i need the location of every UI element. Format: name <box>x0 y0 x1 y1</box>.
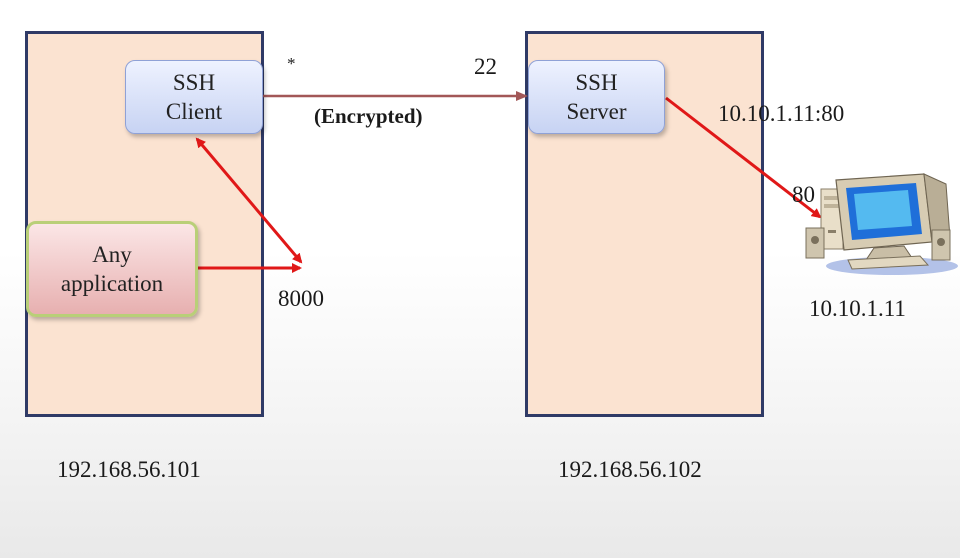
local-port-label: 8000 <box>278 286 324 311</box>
client-host-ip: 192.168.56.101 <box>57 457 201 482</box>
server-port-label: 22 <box>474 54 497 79</box>
server-to-destination-arrow <box>665 96 822 219</box>
destination-address-label: 10.10.1.11:80 <box>718 101 845 126</box>
destination-port-label: 80 <box>792 182 815 207</box>
client-port-label: * <box>287 54 296 73</box>
desktop-computer-icon <box>805 173 958 275</box>
ssh-server-node: SSH Server <box>528 60 665 134</box>
ssh-client-label: SSH Client <box>165 70 223 124</box>
destination-ip-label: 10.10.1.11 <box>809 296 906 321</box>
local-port-to-client-arrow <box>195 137 303 264</box>
any-application-label: Any application <box>60 242 164 296</box>
ssh-client-node: SSH Client <box>125 60 263 134</box>
encrypted-label: (Encrypted) <box>314 104 423 128</box>
server-host-ip: 192.168.56.102 <box>558 457 702 482</box>
ssh-server-label: SSH Server <box>566 70 627 124</box>
any-application-node: Any application <box>26 221 198 317</box>
